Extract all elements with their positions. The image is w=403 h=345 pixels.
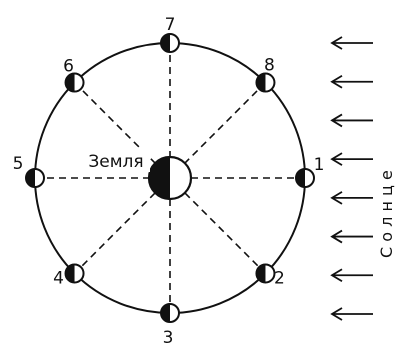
- moon-6: 6: [63, 57, 83, 92]
- earth: [149, 157, 191, 199]
- moon-2: 2: [256, 264, 284, 288]
- moon-number-label: 1: [314, 155, 325, 175]
- moon-number-label: 7: [165, 15, 176, 35]
- moon-number-label: 6: [63, 57, 74, 77]
- sun-arrow: [332, 114, 373, 126]
- sun-arrow: [332, 153, 373, 165]
- sun-arrow: [332, 192, 373, 204]
- sun-arrow: [332, 37, 373, 49]
- sun-rays: [332, 37, 373, 320]
- moon-8: 8: [256, 56, 274, 92]
- sun-label: С о л н ц е: [377, 170, 396, 258]
- moon-number-label: 3: [163, 328, 174, 345]
- sun-arrow: [332, 76, 373, 88]
- moon-number-label: 5: [13, 154, 24, 174]
- moon-4: 4: [53, 264, 83, 288]
- moon-1: 1: [296, 155, 324, 187]
- moon-number-label: 4: [53, 268, 64, 288]
- moon-3: 3: [161, 304, 179, 345]
- sun-arrow: [332, 231, 373, 243]
- sun-arrow: [332, 269, 373, 281]
- moon-number-label: 2: [274, 268, 285, 288]
- moon-7: 7: [161, 15, 179, 52]
- moon-number-label: 8: [264, 56, 275, 76]
- sun-arrow: [332, 308, 373, 320]
- earth-label: Земля: [88, 152, 143, 172]
- moon-5: 5: [13, 154, 44, 187]
